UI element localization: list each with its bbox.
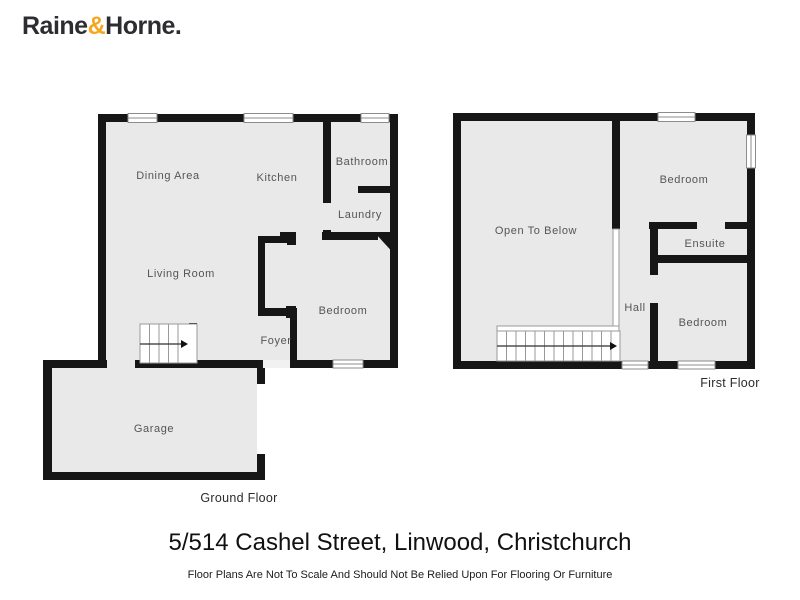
staircase-first-floor <box>496 330 621 362</box>
wall-segment <box>293 114 361 122</box>
staircase-ground-floor <box>139 323 198 364</box>
front-door-gap <box>263 360 290 368</box>
disclaimer-text: Floor Plans Are Not To Scale And Should … <box>187 569 613 581</box>
stair-direction-arrow <box>181 340 188 348</box>
room-label-foyer: Foyer <box>260 335 291 347</box>
first-floor-windows <box>621 112 756 370</box>
wall-segment <box>725 222 755 229</box>
raine-horne-logo: Raine&Horne. <box>22 12 182 41</box>
room-label-laundry: Laundry <box>338 209 382 221</box>
wall-segment <box>650 255 755 263</box>
wall-segment <box>290 308 297 360</box>
wall-segment <box>258 308 290 316</box>
wall-segment <box>650 222 658 275</box>
window <box>657 112 696 122</box>
wall-segment <box>453 113 461 369</box>
room-label-ensuite: Ensuite <box>685 238 726 250</box>
first-floor-plan: Open To Below Bedroom Ensuite Hall Bedro… <box>453 112 760 390</box>
logo-registered-dot: . <box>174 12 182 40</box>
wall-segment <box>612 113 620 229</box>
first-floor-walls <box>453 113 755 369</box>
wall-segment <box>43 472 265 480</box>
wall-segment <box>98 114 128 122</box>
caption-ground-floor: Ground Floor <box>200 491 277 505</box>
wall-segment <box>358 186 398 193</box>
ground-floor-plan: Dining Area Kitchen Bathroom Laundry Liv… <box>43 113 398 505</box>
wall-segment <box>323 122 331 203</box>
ground-floor-windows <box>127 113 390 369</box>
window <box>243 113 294 123</box>
wall-segment <box>43 360 52 480</box>
wall-segment <box>453 113 658 121</box>
wall-segment <box>157 114 244 122</box>
wall-segment <box>98 114 106 368</box>
logo-ampersand: & <box>87 12 106 40</box>
wall-segment <box>135 360 263 368</box>
garage-interior-floor <box>50 366 257 474</box>
room-label-kitchen: Kitchen <box>257 172 298 184</box>
room-label-hall: Hall <box>624 302 645 314</box>
wall-segment <box>747 113 755 135</box>
wall-segment <box>257 454 265 472</box>
first-floor-interior <box>459 119 749 364</box>
wall-segment <box>453 361 622 369</box>
wall-segment <box>650 303 658 362</box>
logo-word-raine: Raine <box>22 12 88 40</box>
wall-segment <box>649 222 697 229</box>
window <box>360 113 390 123</box>
room-label-bedroom-first-top: Bedroom <box>660 174 709 186</box>
room-label-bedroom-first-bottom: Bedroom <box>679 317 728 329</box>
room-label-dining-area: Dining Area <box>136 170 200 182</box>
property-address: 5/514 Cashel Street, Linwood, Christchur… <box>168 529 632 556</box>
wall-segment <box>322 232 378 240</box>
stair-direction-arrow <box>610 342 617 350</box>
chamfer-corner-wall <box>374 232 398 258</box>
caption-first-floor: First Floor <box>700 376 760 390</box>
window <box>127 113 158 123</box>
wall-segment <box>287 232 296 245</box>
wall-segment <box>648 361 678 369</box>
house-interior-floor <box>104 120 392 362</box>
window <box>746 134 756 169</box>
wall-segment <box>695 113 755 121</box>
floor-plans-canvas: Dining Area Kitchen Bathroom Laundry Liv… <box>43 112 760 505</box>
window <box>677 360 716 370</box>
wall-segment <box>747 168 755 369</box>
wall-segment <box>715 361 755 369</box>
garage-passage-gap <box>107 360 135 368</box>
logo-word-horne: Horne <box>105 12 175 40</box>
wall-segment <box>43 360 107 368</box>
room-label-living-room: Living Room <box>147 268 215 280</box>
window <box>621 360 649 370</box>
room-label-bathroom: Bathroom <box>336 156 389 168</box>
window <box>332 359 364 369</box>
room-label-open-to-below: Open To Below <box>495 225 577 237</box>
wall-segment <box>258 236 289 243</box>
room-label-garage: Garage <box>134 423 174 435</box>
room-label-bedroom-ground: Bedroom <box>319 305 368 317</box>
wall-segment <box>258 236 265 316</box>
wall-segment <box>257 368 265 384</box>
